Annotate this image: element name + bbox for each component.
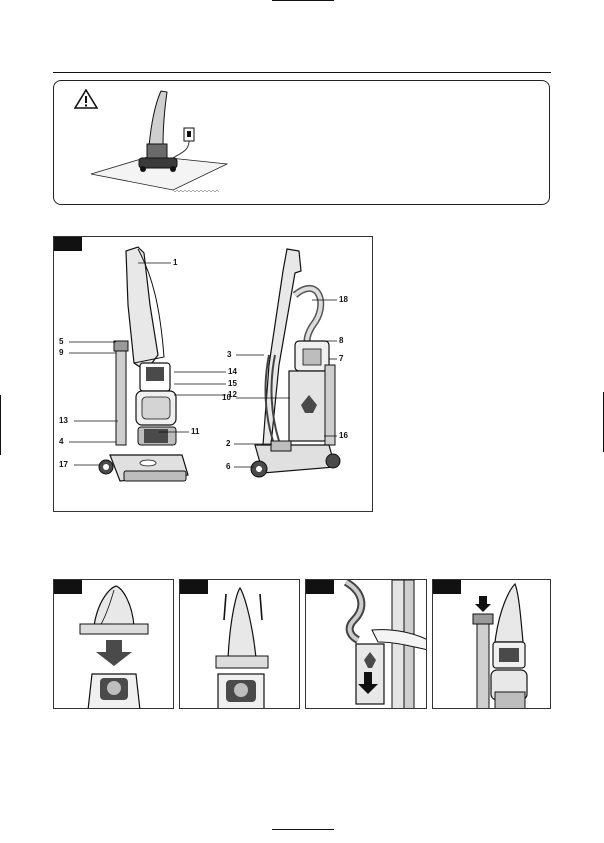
page-bottom-mark — [272, 829, 334, 830]
step-2-illustration — [180, 580, 300, 709]
step-panel-3 — [305, 579, 427, 709]
page-top-mark — [272, 0, 334, 1]
down-arrow-icon — [96, 640, 132, 666]
parts-diagram-panel: 1 5 9 14 15 12 13 11 4 17 18 8 3 7 10 16… — [53, 236, 373, 512]
vacuum-on-rug-illustration — [89, 86, 229, 196]
side-mark-left — [0, 395, 1, 455]
callout-leader-lines — [54, 237, 373, 512]
step-panel-4 — [432, 579, 551, 709]
step-1-illustration — [54, 580, 174, 709]
press-arrow-icon — [475, 596, 491, 612]
step-panel-1 — [53, 579, 174, 709]
step-4-illustration — [433, 580, 551, 709]
header-rule — [53, 72, 551, 73]
warning-box — [53, 80, 550, 205]
step-panel-2 — [179, 579, 300, 709]
step-3-illustration — [306, 580, 427, 709]
